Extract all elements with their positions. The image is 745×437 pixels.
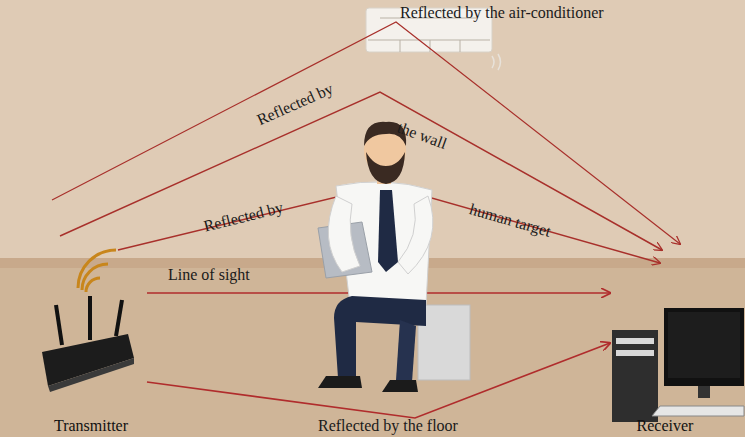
ac-airflow xyxy=(492,54,501,70)
antenna xyxy=(116,300,122,336)
monitor xyxy=(664,308,744,386)
ac-vent xyxy=(400,40,401,52)
arm xyxy=(398,196,433,274)
router-edge xyxy=(48,358,134,392)
signal-path xyxy=(147,343,610,418)
monitor-stand xyxy=(698,386,710,398)
device-node: Transmitter xyxy=(35,230,147,437)
ac-vent xyxy=(430,40,431,52)
path-label: Reflected by the air-conditioner xyxy=(400,4,604,22)
keyboard xyxy=(652,406,744,416)
person xyxy=(318,122,470,392)
wifi-wave xyxy=(78,250,116,288)
drive-bay xyxy=(616,338,654,344)
wifi-wave xyxy=(82,264,108,290)
computer xyxy=(612,308,744,422)
tie xyxy=(378,190,398,272)
arm xyxy=(328,196,360,272)
device-label: Transmitter xyxy=(35,417,147,435)
antenna xyxy=(56,305,62,345)
drive-bay xyxy=(616,350,654,356)
wifi-wave xyxy=(86,278,100,292)
shoe xyxy=(318,376,362,388)
beard xyxy=(366,152,405,184)
antenna xyxy=(88,296,92,340)
device-node: Receiver xyxy=(610,285,720,437)
screen xyxy=(668,312,740,378)
shoe xyxy=(382,380,418,392)
router xyxy=(42,250,134,392)
path-label: Line of sight xyxy=(168,266,250,284)
leg xyxy=(396,320,416,382)
path-label: Reflected by the floor xyxy=(318,417,458,435)
ac-vent xyxy=(368,40,490,41)
device-label: Receiver xyxy=(610,417,720,435)
ac-vent xyxy=(460,40,461,52)
tower xyxy=(612,330,658,422)
